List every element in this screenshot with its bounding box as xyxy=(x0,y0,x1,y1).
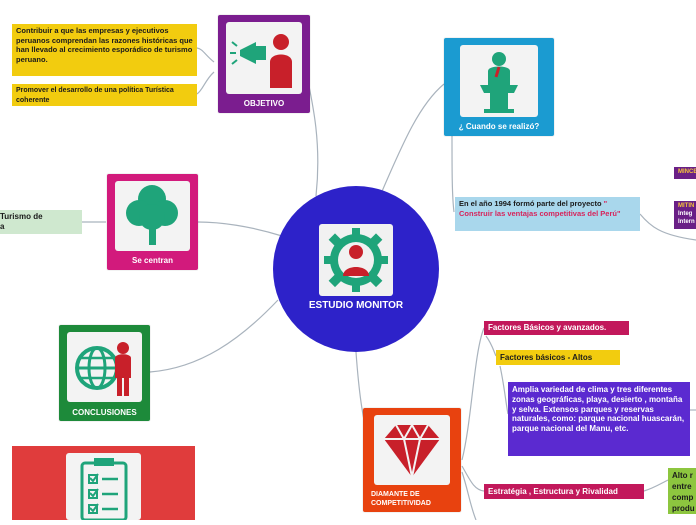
conclusiones-icon-box xyxy=(67,332,142,402)
factores-basicos-altos[interactable]: Factores básicos - Altos xyxy=(496,350,620,365)
link-estrategia-note xyxy=(643,479,669,492)
checklist-icon-box xyxy=(66,453,141,522)
cuando-note[interactable]: En el año 1994 formó parte del proyecto … xyxy=(455,197,640,231)
globe-person-icon xyxy=(75,342,131,396)
factores-basicos-avanzados[interactable]: Factores Básicos y avanzados. xyxy=(484,321,629,335)
central-icon-box xyxy=(319,224,393,296)
cuando-label: ¿ Cuando se realizó? xyxy=(458,122,540,131)
megaphone-person-icon xyxy=(230,34,292,88)
checklist-node[interactable] xyxy=(12,446,195,522)
centran-icon-box xyxy=(115,181,190,251)
link-conclusiones xyxy=(149,299,279,373)
cuando-side-2-title: MITIN xyxy=(678,203,695,209)
link-factores-altos xyxy=(485,335,497,357)
objetivo-label: OBJETIVO xyxy=(243,99,285,108)
link-objetivo-note2 xyxy=(196,71,215,95)
link-cuando xyxy=(379,83,445,197)
cuando-side-node-1[interactable]: MINCE xyxy=(674,167,696,179)
centran-note-line-2: a xyxy=(0,222,5,231)
speaker-podium-icon xyxy=(480,52,518,113)
central-label: ESTUDIO MONITOR xyxy=(308,300,404,311)
cuando-icon-box xyxy=(460,45,538,117)
link-centran xyxy=(197,221,283,237)
estrategia-estructura-rivalidad[interactable]: Estratégia , Estructura y Rivalidad xyxy=(484,484,644,499)
estrategia-note-line-2: entre xyxy=(672,482,692,491)
diamante-icon-box xyxy=(374,415,450,485)
link-factores xyxy=(461,327,485,461)
factores-descripcion[interactable]: Amplia variedad de clima y tres diferent… xyxy=(508,382,690,456)
diamante-label-line-1: DIAMANTE DE xyxy=(371,491,420,498)
cuando-note-highlight: " Construir las ventajas competitivas de… xyxy=(459,199,621,218)
conclusiones-node[interactable]: CONCLUSIONES xyxy=(59,325,150,421)
objetivo-node[interactable]: OBJETIVO xyxy=(218,15,310,113)
objetivo-icon-box xyxy=(226,22,302,94)
tree-icon xyxy=(126,185,178,245)
clipboard-checklist-icon xyxy=(80,458,128,522)
estrategia-note-line-3: comp xyxy=(672,493,694,502)
estrategia-note[interactable]: Alto r entre comp produ xyxy=(668,468,696,514)
link-cuando-side xyxy=(639,213,696,241)
link-objetivo-note1 xyxy=(196,47,215,63)
diamante-label: DIAMANTE DE COMPETITIVIDAD xyxy=(371,490,431,508)
objetivo-note-1[interactable]: Contribuir a que las empresas y ejecutiv… xyxy=(12,24,197,76)
cuando-side-2-line-1: Integ xyxy=(678,211,693,217)
estrategia-note-line-4: produ xyxy=(672,504,695,513)
link-cuando-note xyxy=(451,135,455,213)
conclusiones-label: CONCLUSIONES xyxy=(72,408,137,417)
diamante-label-line-2: COMPETITIVIDAD xyxy=(371,500,431,507)
cuando-note-text: En el año 1994 formó parte del proyecto xyxy=(459,199,604,208)
centran-node[interactable]: Se centran xyxy=(107,174,198,270)
objetivo-note-2[interactable]: Promover el desarrollo de una política T… xyxy=(12,84,197,106)
link-extra xyxy=(461,471,477,520)
gear-person-icon xyxy=(324,228,388,292)
centran-note[interactable]: Turismo de a xyxy=(0,210,82,234)
cuando-node[interactable]: ¿ Cuando se realizó? xyxy=(444,38,554,136)
centran-note-line-1: Turismo de xyxy=(0,212,43,221)
link-factores-desc xyxy=(499,365,509,415)
estrategia-note-line-1: Alto r xyxy=(672,471,693,480)
link-estrategia xyxy=(461,465,485,492)
cuando-side-node-2[interactable]: MITIN Integ Intern xyxy=(674,201,696,229)
diamond-icon xyxy=(384,422,440,478)
centran-label: Se centran xyxy=(132,256,173,265)
diamante-node[interactable]: DIAMANTE DE COMPETITIVIDAD xyxy=(363,408,461,512)
central-node[interactable]: ESTUDIO MONITOR xyxy=(273,186,439,352)
link-diamante xyxy=(355,351,365,421)
cuando-side-2-line-2: Intern xyxy=(678,219,695,225)
